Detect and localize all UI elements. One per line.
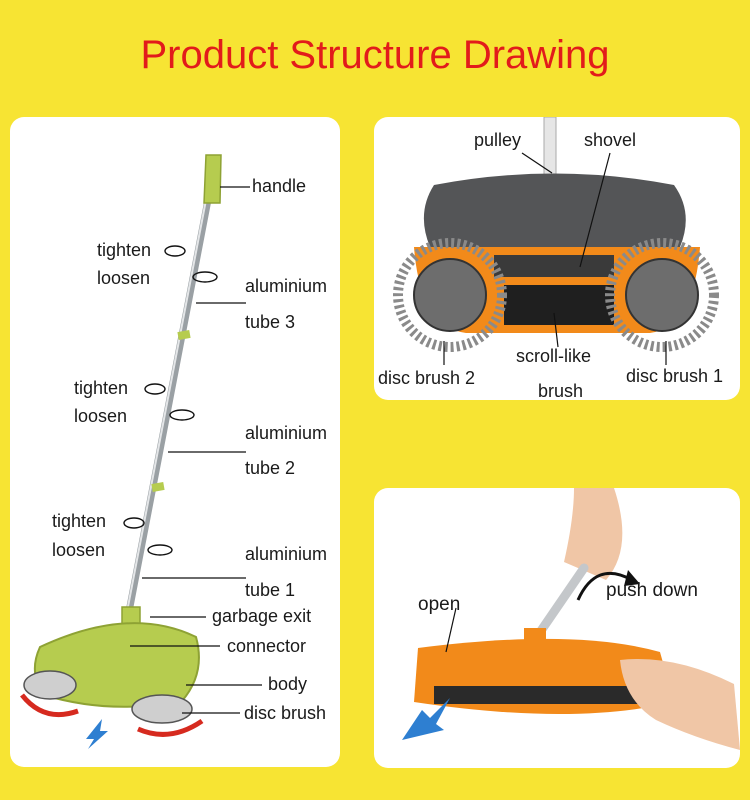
underside-housing [423, 173, 686, 247]
disc-brush-1-wheel [625, 258, 699, 332]
dust-out-arrow [86, 719, 108, 749]
leader-shovel [579, 152, 611, 268]
tighten-symbol-3 [123, 517, 145, 529]
scroll-brush [504, 285, 614, 325]
pole-highlight [125, 178, 211, 618]
label-handle: handle [252, 176, 307, 196]
label-tube1-line2: tube 1 [245, 580, 296, 600]
disc-brush-2-bristles [393, 238, 507, 352]
label-tighten-3: tighten [52, 511, 107, 531]
push-down-curve [576, 571, 633, 601]
twist-symbols [123, 245, 218, 556]
label-body: body [268, 674, 308, 694]
label-tube2-line1: aluminium [245, 423, 328, 443]
underside-pole [543, 117, 557, 178]
label-tube3-line1: aluminium [245, 276, 328, 296]
label-loosen-2: loosen [74, 406, 128, 426]
loosen-symbol-3 [147, 544, 173, 556]
tighten-symbol-2 [144, 383, 166, 395]
label-loosen-3: loosen [52, 540, 106, 560]
handle-grip [203, 154, 222, 204]
pole [531, 563, 589, 643]
tighten-symbol-1 [164, 245, 186, 257]
label-tube2-line2: tube 2 [245, 458, 296, 478]
label-shovel: shovel [584, 130, 637, 150]
label-disc-brush: disc brush [244, 703, 327, 723]
label-scroll-brush-line1: scroll-like [516, 346, 592, 366]
hand-top [564, 488, 623, 580]
disc-brush-right [131, 694, 193, 724]
label-disc-brush-1: disc brush 1 [626, 366, 724, 386]
dust-out-arrow [402, 698, 450, 740]
push-down-arrowhead [624, 570, 640, 586]
loosen-symbol-2 [169, 409, 195, 421]
label-disc-brush-2: disc brush 2 [378, 368, 476, 388]
structure-panel-underside: pulley shovel scroll-like brush disc bru… [374, 117, 740, 400]
leader-open [445, 607, 457, 653]
leader-pulley [521, 152, 553, 174]
label-loosen-1: loosen [97, 268, 151, 288]
opened-dust-bin [434, 686, 654, 704]
label-tighten-1: tighten [97, 240, 152, 260]
loosen-symbol-1 [192, 271, 218, 283]
label-tube1-line1: aluminium [245, 544, 328, 564]
label-tighten-2: tighten [74, 378, 129, 398]
disc-brush-1-bristles [605, 238, 719, 352]
rotation-arrow-left [20, 693, 79, 718]
sweeper-connector [524, 628, 546, 654]
usage-panel-push-down: open push down [374, 488, 740, 768]
hand-bottom [620, 659, 740, 750]
label-push-down: push down [606, 580, 698, 601]
tube-joint-3 [177, 330, 191, 340]
disc-brush-left [23, 670, 77, 700]
label-garbage-exit: garbage exit [212, 606, 312, 626]
leader-scroll-brush [553, 312, 559, 348]
sweeper-illustration [20, 154, 262, 749]
disc-brush-2-wheel [413, 258, 487, 332]
label-pulley: pulley [474, 130, 522, 150]
page-title: Product Structure Drawing [140, 33, 610, 77]
structure-panel-full-sweeper: handle tighten loosen aluminium tube 3 t… [10, 117, 340, 767]
disc-brush-2-group [393, 238, 507, 352]
underside-illustration [393, 117, 719, 365]
label-scroll-brush-line2: brush [538, 381, 584, 400]
label-tube3-line2: tube 3 [245, 312, 296, 332]
label-open: open [418, 594, 461, 615]
push-down-illustration [402, 488, 740, 750]
rotation-arrow-right [136, 718, 204, 737]
label-connector: connector [227, 636, 307, 656]
tube-joint-2 [151, 482, 165, 492]
shovel-plate [494, 255, 614, 277]
disc-brush-1-group [605, 238, 719, 352]
aluminium-pole [124, 175, 216, 621]
